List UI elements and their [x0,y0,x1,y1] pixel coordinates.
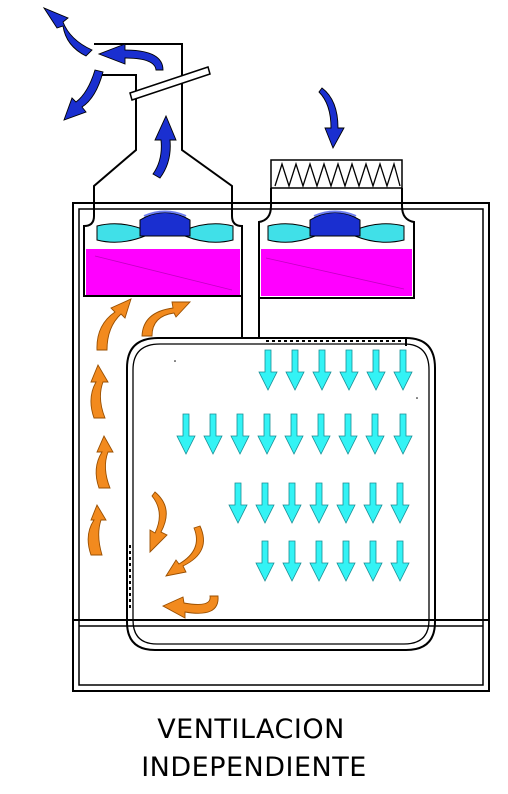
downflow-arrow [255,540,275,582]
downflow-arrow [282,540,302,582]
downflow-arrow [258,349,278,391]
supply-hepa-filter [261,249,412,296]
exhaust-arrow [152,114,177,179]
exhaust-arrow [63,69,104,121]
stray-dot [416,397,418,399]
recirculation-arrow-up [87,503,107,556]
downflow-arrow [393,349,413,391]
exhaust-duct [93,43,233,216]
downflow-arrow-grid [176,349,413,582]
recirculation-arrow-up [90,363,109,419]
caption-line-1: VENTILACION [157,714,345,745]
fan-icon [267,210,405,243]
downflow-arrow [309,482,329,524]
downflow-arrow [336,540,356,582]
recirculation-arrow-up [95,434,114,489]
recirculation-arrow-down [149,491,168,554]
downflow-arrow [257,413,277,455]
downflow-arrow [366,349,386,391]
downflow-arrow [228,482,248,524]
downflow-arrow [203,413,223,455]
recirculation-arrow-up [96,298,132,351]
recirculation-arrow-down [165,525,204,577]
recirculation-arrow-left [161,595,219,619]
exhaust-arrow [97,43,164,71]
damper-icon [129,66,211,101]
fan-icon [96,210,234,243]
exhaust-arrow [42,7,93,57]
downflow-arrow [312,349,332,391]
downflow-arrow [336,482,356,524]
cabinet-outer-frame [72,202,490,692]
work-chamber [126,337,436,651]
intake-arrow [318,87,345,150]
recirculation-arrow-up [141,301,192,337]
exhaust-arrows [42,7,177,179]
downflow-arrow [339,349,359,391]
downflow-arrow [338,413,358,455]
exhaust-hepa-filter [86,249,240,295]
downflow-arrow [393,413,413,455]
stray-dot [174,360,176,362]
downflow-arrow [365,413,385,455]
downflow-arrow [255,482,275,524]
downflow-arrow [390,540,410,582]
downflow-arrow [363,540,383,582]
downflow-arrow [390,482,410,524]
left-blower-housing [83,215,243,338]
downflow-arrow [230,413,250,455]
recirculation-arrows [87,298,219,619]
biosafety-cabinet-diagram [42,7,490,692]
downflow-arrow [311,413,331,455]
downflow-arrow [309,540,329,582]
caption-line-2: INDEPENDIENTE [141,752,367,783]
zigzag-prefilter [270,159,403,206]
downflow-arrow [176,413,196,455]
downflow-arrow [284,413,304,455]
downflow-arrow [285,349,305,391]
downflow-arrow [282,482,302,524]
downflow-arrow [363,482,383,524]
